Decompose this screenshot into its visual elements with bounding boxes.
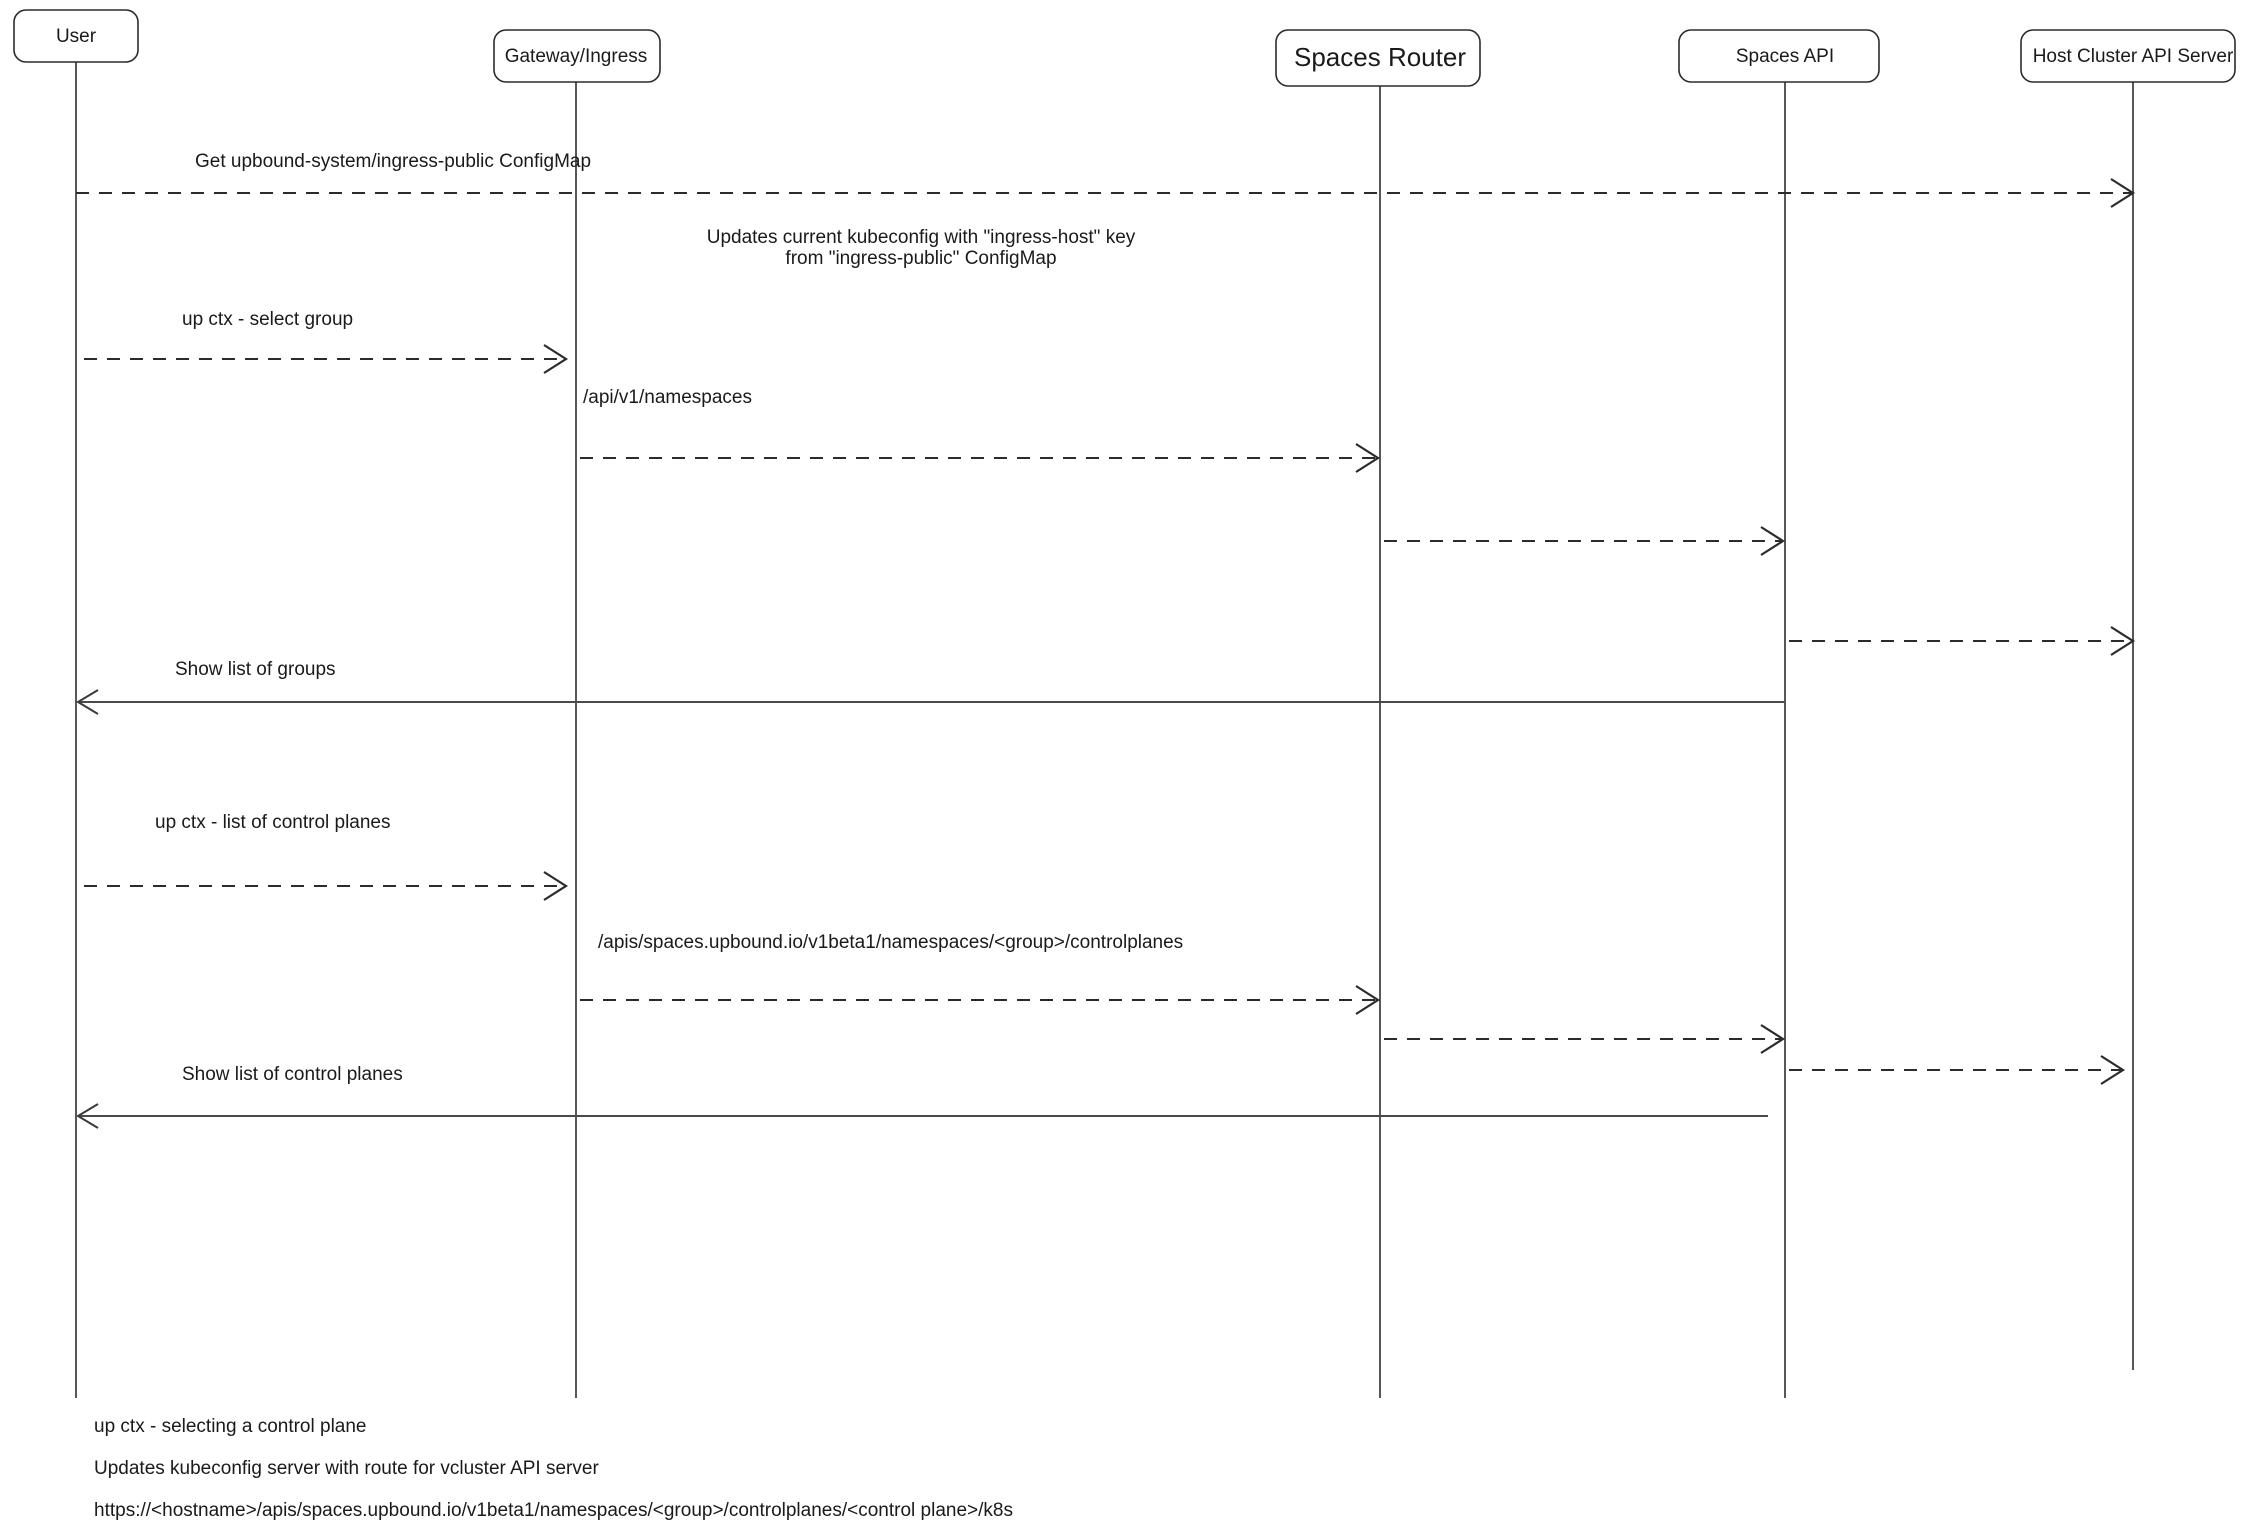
participant-box-spaces-api[interactable]: [1678, 29, 1880, 83]
arrowhead-m9: [1355, 985, 1381, 1015]
message-label-m1: Get upbound-system/ingress-public Config…: [195, 151, 591, 172]
message-label-m4: /api/v1/namespaces: [583, 387, 752, 408]
participant-host-cluster[interactable]: Host Cluster API Server: [2020, 29, 2236, 83]
arrowhead-m5: [1760, 526, 1786, 556]
participant-box-gateway[interactable]: [493, 29, 661, 83]
participant-label-user: User: [56, 26, 97, 47]
message-label2-m2: from "ingress-public" ConfigMap: [785, 248, 1056, 269]
message-label-m12: Show list of control planes: [182, 1064, 403, 1085]
arrowhead-m3: [543, 344, 569, 374]
arrowhead-m4: [1355, 443, 1381, 473]
arrowhead-m8: [543, 871, 569, 901]
messages-group: Get upbound-system/ingress-public Config…: [76, 151, 2136, 1129]
arrowhead-m7: [76, 689, 99, 715]
arrowhead-m12: [76, 1103, 99, 1129]
participant-label-gateway: Gateway/Ingress: [505, 46, 648, 67]
notes-group: up ctx - selecting a control planeUpdate…: [94, 1416, 1013, 1521]
arrowhead-m1: [2110, 178, 2136, 208]
message-label-m7: Show list of groups: [175, 659, 336, 680]
participant-spaces-router[interactable]: Spaces Router: [1275, 29, 1481, 87]
arrowhead-m10: [1760, 1024, 1786, 1054]
participant-box-user[interactable]: [13, 9, 139, 63]
note-n2: Updates kubeconfig server with route for…: [94, 1458, 599, 1479]
message-label-m9: /apis/spaces.upbound.io/v1beta1/namespac…: [598, 932, 1183, 953]
participant-gateway[interactable]: Gateway/Ingress: [493, 29, 661, 83]
message-label-m2: Updates current kubeconfig with "ingress…: [707, 227, 1136, 248]
participant-label-spaces-api: Spaces API: [1736, 46, 1834, 67]
participant-box-spaces-router[interactable]: [1275, 29, 1481, 87]
message-label-m8: up ctx - list of control planes: [155, 812, 391, 833]
participant-box-host-cluster[interactable]: [2020, 29, 2236, 83]
arrowhead-m6: [2110, 626, 2136, 656]
note-n1: up ctx - selecting a control plane: [94, 1416, 367, 1437]
note-n3: https://<hostname>/apis/spaces.upbound.i…: [94, 1500, 1013, 1521]
participant-spaces-api[interactable]: Spaces API: [1678, 29, 1880, 83]
participant-label-spaces-router: Spaces Router: [1294, 42, 1466, 72]
lifelines-group: [75, 62, 2134, 1398]
arrowhead-m11: [2100, 1055, 2126, 1085]
message-label-m3: up ctx - select group: [182, 309, 353, 330]
participant-user[interactable]: User: [13, 9, 139, 63]
participant-label-host-cluster: Host Cluster API Server: [2033, 46, 2234, 67]
